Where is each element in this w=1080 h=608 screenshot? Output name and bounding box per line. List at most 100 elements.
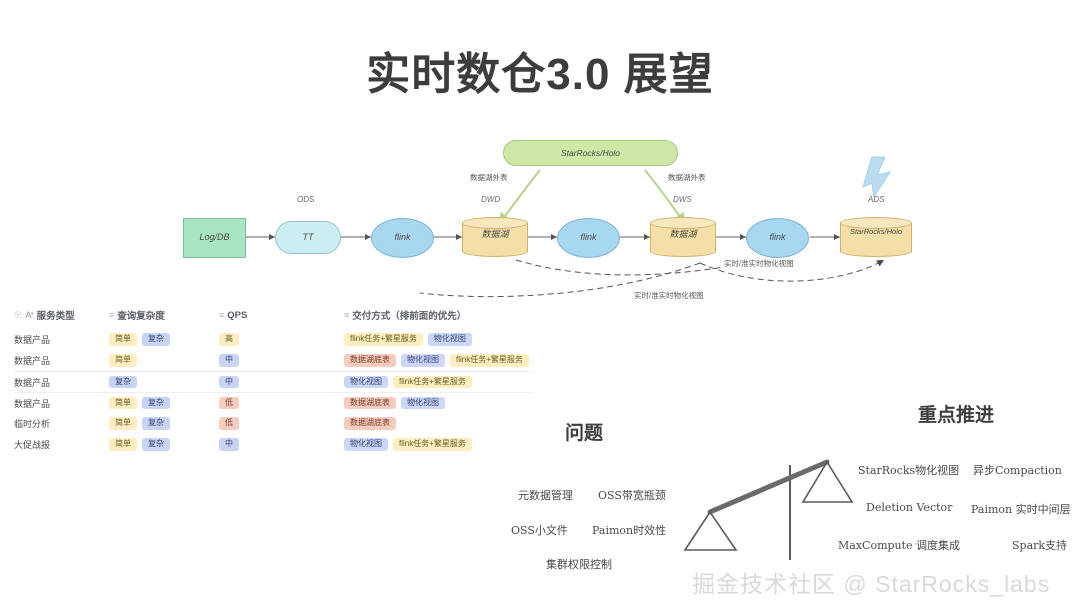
flow-node-datalake-dws-label: 数据湖 (669, 229, 697, 239)
cell-qps: 中 (219, 354, 344, 367)
tag: 数据湖底表 (344, 417, 396, 430)
stage-label-ods: ODS (297, 195, 315, 204)
cell-service-type: 数据产品 (14, 398, 51, 409)
cell-service-type: 大促战报 (14, 440, 51, 450)
edge-label-external-table-right: 数据湖外表 (668, 173, 706, 182)
tag: 数据湖底表 (344, 396, 396, 410)
tag: 低 (219, 417, 239, 430)
tag: 简单 (109, 417, 137, 430)
cell-qps: 低 (219, 396, 344, 410)
table-header-label: QPS (227, 309, 248, 321)
tag: 中 (219, 375, 239, 389)
priority-item-5: Spark支持 (1012, 539, 1068, 552)
table-header-query-complexity[interactable]: ≡ 查询复杂度 (109, 308, 219, 322)
priority-item-4: MaxCompute 调度集成 (838, 539, 961, 552)
tag: 中 (219, 354, 239, 367)
page-title: 实时数仓3.0 展望 (366, 50, 714, 99)
flow-node-flink-1: flink (371, 218, 434, 258)
flow-node-source: Log/DB (183, 218, 246, 258)
watermark: 掘金技术社区 @ StarRocks_labs (692, 571, 1051, 597)
cell-delivery-method: 数据湖底表 (344, 417, 534, 430)
cell-qps: 中 (219, 438, 344, 451)
tag: 物化视图 (401, 396, 445, 410)
table-header-label: 交付方式（排前面的优先） (352, 311, 467, 322)
seesaw-illustration (683, 459, 854, 560)
cell-service-type: 临时分析 (14, 419, 51, 429)
list-icon: ≡ (109, 310, 114, 320)
dashed-label-lower: 实时/准实时物化视图 (632, 290, 706, 301)
cell-query-complexity: 简单复杂 (109, 438, 219, 451)
tag: 中 (219, 438, 239, 451)
problem-item-4: 集群权限控制 (546, 558, 612, 571)
tag: 简单 (109, 396, 137, 410)
problem-item-3: Paimon时效性 (592, 524, 667, 537)
tag: 物化视图 (401, 354, 445, 367)
stage-label-ads: ADS (868, 195, 885, 204)
tag: 复杂 (109, 375, 137, 389)
cylinder-top (462, 217, 528, 229)
table-header-service-type[interactable]: ☉ A² 服务类型 (14, 308, 109, 323)
stage-label-dwd: DWD (481, 195, 501, 204)
flow-node-tt: TT (275, 221, 341, 254)
lock-icon: ☉ (14, 309, 22, 320)
tag: 简单 (109, 333, 137, 346)
tag: 复杂 (142, 417, 170, 430)
tag: 物化视图 (344, 375, 388, 389)
tag: flink任务+繁星服务 (393, 375, 472, 389)
architecture-flow-diagram: StarRocks/Holo 数据湖外表 数据湖外表 ODS DWD DWS A… (0, 125, 1080, 315)
cell-qps: 中 (219, 375, 344, 389)
cell-qps: 低 (219, 417, 344, 430)
stage-label-dws: DWS (673, 195, 692, 204)
cell-service-type: 数据产品 (14, 377, 51, 388)
list-icon: ≡ (219, 310, 224, 320)
flow-node-flink-2: flink (557, 218, 620, 258)
tag: 复杂 (142, 396, 170, 410)
cell-query-complexity: 简单 (109, 354, 219, 367)
flow-node-flink-3: flink (746, 218, 809, 258)
priorities-title: 重点推进 (918, 404, 995, 426)
cell-delivery-method: flink任务+繁星服务物化视图 (344, 333, 534, 346)
cell-delivery-method: 物化视图 flink任务+繁星服务 (344, 375, 534, 389)
problem-item-1: OSS带宽瓶颈 (598, 489, 666, 502)
flow-node-datalake-dwd: 数据湖 (462, 217, 528, 257)
tag: 物化视图 (344, 438, 388, 451)
priority-item-3: Paimon 实时中间层 (971, 503, 1071, 516)
flow-node-starrocks-holo-top: StarRocks/Holo (503, 140, 678, 166)
table-header-qps[interactable]: ≡ QPS (219, 310, 344, 321)
tag: 低 (219, 396, 239, 410)
tag: 简单 (109, 354, 137, 367)
cylinder-top (840, 217, 912, 229)
flow-node-datalake-dws: 数据湖 (650, 217, 716, 257)
cell-qps: 高 (219, 333, 344, 346)
tag: 简单 (109, 438, 137, 451)
table-row[interactable]: 临时分析 简单复杂 低 数据湖底表 (14, 413, 534, 434)
table-header-row: ☉ A² 服务类型 ≡ 查询复杂度 ≡ QPS ≡ 交付方式（排前面的优先） (14, 308, 534, 329)
problem-item-2: OSS小文件 (511, 524, 568, 537)
tag: 高 (219, 333, 239, 346)
table-row[interactable]: 数据产品 复杂 中 物化视图 flink任务+繁星服务 (14, 371, 534, 392)
tag: flink任务+繁星服务 (344, 333, 423, 346)
flow-node-datalake-dwd-label: 数据湖 (481, 229, 509, 239)
problems-title: 问题 (565, 422, 604, 444)
cylinder-body (462, 223, 528, 257)
tag: 物化视图 (427, 333, 472, 346)
tag: flink任务+繁星服务 (450, 354, 529, 367)
table-row[interactable]: 数据产品简单复杂低数据湖底表物化视图 (14, 392, 534, 413)
table-header-delivery-method[interactable]: ≡ 交付方式（排前面的优先） (344, 308, 534, 322)
edge-label-external-table-left: 数据湖外表 (470, 173, 508, 182)
cell-query-complexity: 简单复杂 (109, 396, 219, 410)
service-delivery-table: ☉ A² 服务类型 ≡ 查询复杂度 ≡ QPS ≡ 交付方式（排前面的优先） 数… (14, 308, 534, 455)
flow-node-starrocks-holo-serving: StarRocks/Holo (840, 217, 912, 257)
dashed-label-upper: 实时/准实时物化视图 (722, 258, 796, 269)
text-field-icon: A² (25, 310, 33, 320)
cylinder-top (650, 217, 716, 229)
flow-node-serving-label: StarRocks/Holo (849, 227, 903, 236)
table-header-label: 服务类型 (36, 311, 75, 322)
